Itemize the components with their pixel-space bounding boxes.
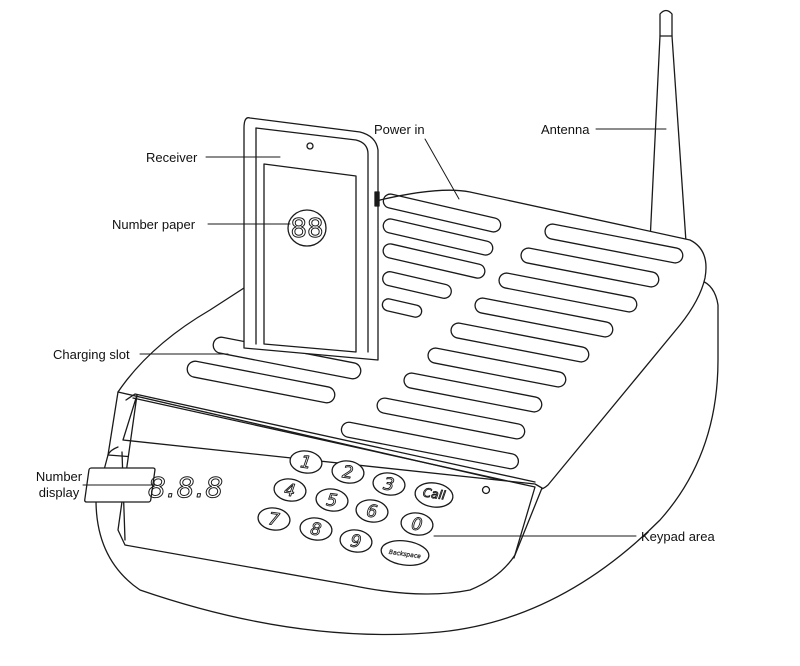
callout-charging-slot: Charging slot [53,347,130,362]
callout-number-paper: Number paper [112,217,196,232]
key-7-label: 7 [267,509,281,530]
key-6: 6 [355,499,389,523]
key-4-shape [273,478,307,502]
key-0-label: 0 [410,514,424,535]
key-5-shape [315,488,349,512]
key-7-shape [257,507,291,531]
key-9-shape [339,529,373,553]
callout-keypad-area: Keypad area [641,529,715,544]
key-0-shape [400,512,434,536]
key-1: 1 [289,450,323,474]
key-2: 2 [331,460,365,484]
key-8-label: 8 [309,519,323,540]
key-8-shape [299,517,333,541]
key-6-label: 6 [365,501,379,522]
number-paper-digits: 88 [290,214,323,244]
callout-number-display: Number display [35,469,83,500]
key-0: 0 [400,512,434,536]
key-4: 4 [273,478,307,502]
key-backspace: Backspace [380,540,430,566]
key-3-shape [372,472,406,496]
receiver-drawing [243,117,380,361]
key-call-label: Call [422,486,447,503]
key-8: 8 [299,517,333,541]
key-2-shape [331,460,365,484]
key-backspace-label: Backspace [388,549,421,560]
key-call: Call [414,482,454,508]
status-led [481,485,491,495]
callout-power-in: Power in [374,122,425,137]
charging-slots-right [340,223,684,470]
top-deck [107,189,707,491]
number-display-digits: 8.8.8 [148,471,224,504]
key-6-shape [355,499,389,523]
key-5: 5 [315,488,349,512]
key-3-label: 3 [382,474,396,495]
key-1-label: 1 [299,452,313,473]
key-2-label: 2 [341,462,355,483]
callout-receiver: Receiver [146,150,198,165]
key-9: 9 [339,529,373,553]
key-1-shape [289,450,323,474]
key-5-label: 5 [325,490,339,511]
callout-leaders [82,128,667,537]
callout-antenna: Antenna [541,122,590,137]
key-7: 7 [257,507,291,531]
key-4-label: 4 [283,480,297,501]
charging-slots-left [186,193,502,404]
key-9-label: 9 [349,531,363,552]
key-3: 3 [372,472,406,496]
key-call-shape [414,482,454,508]
antenna-drawing [649,9,687,243]
key-backspace-shape [380,540,430,566]
